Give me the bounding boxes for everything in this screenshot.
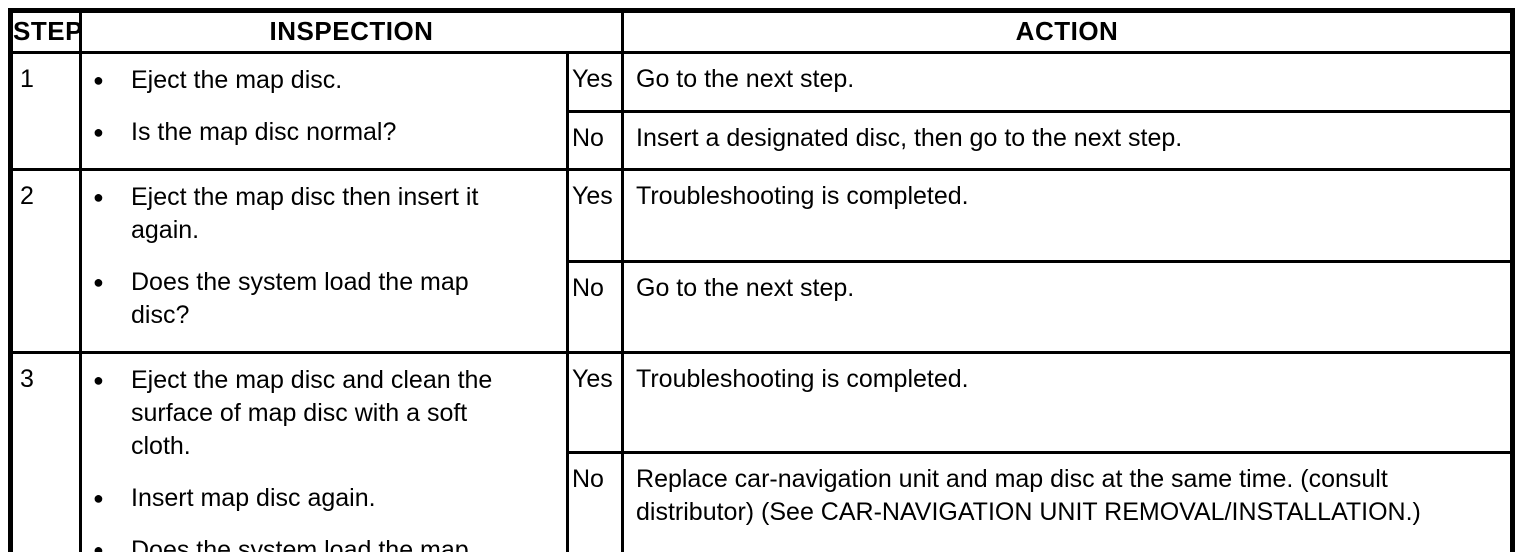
bullet-icon: ● bbox=[93, 70, 104, 90]
yes-label: Yes bbox=[565, 351, 625, 454]
yes-action: Troubleshooting is completed. bbox=[621, 351, 1515, 454]
inspection-header: INSPECTION bbox=[78, 9, 625, 54]
no-action: Replace car-navigation unit and map disc… bbox=[621, 450, 1515, 552]
bullet-icon: ● bbox=[93, 187, 104, 207]
step-header: STEP bbox=[9, 9, 82, 54]
inspection-item-text: Is the map disc normal? bbox=[131, 118, 397, 146]
inspection-cell: ● Eject the map disc and clean the surfa… bbox=[79, 351, 569, 552]
troubleshooting-table: STEP INSPECTION ACTION 1 ● Eject the map… bbox=[8, 8, 1516, 552]
yes-label: Yes bbox=[565, 51, 625, 113]
inspection-item: ● Is the map disc normal? bbox=[90, 116, 560, 149]
table-row: 1 ● Eject the map disc. ● Is the map dis… bbox=[9, 51, 1515, 171]
inspection-item: ● Does the system load the map disc? bbox=[90, 534, 560, 552]
inspection-item-text: Does the system load the map disc? bbox=[131, 536, 469, 552]
step-number: 1 bbox=[9, 51, 82, 171]
table-row: 2 ● Eject the map disc then insert it ag… bbox=[9, 167, 1515, 354]
bullet-icon: ● bbox=[93, 122, 104, 142]
inspection-item-text: Eject the map disc and clean the surface… bbox=[131, 366, 493, 460]
inspection-item: ● Does the system load the map disc? bbox=[90, 266, 560, 332]
no-label: No bbox=[565, 450, 625, 552]
bullet-icon: ● bbox=[93, 272, 104, 292]
action-header: ACTION bbox=[621, 9, 1515, 54]
table-row: No Insert a designated disc, then go to … bbox=[11, 109, 1515, 171]
inspection-item: ● Eject the map disc and clean the surfa… bbox=[90, 364, 560, 463]
no-action: Insert a designated disc, then go to the… bbox=[621, 109, 1515, 171]
bullet-icon: ● bbox=[93, 540, 104, 552]
no-label: No bbox=[565, 109, 625, 171]
yes-action: Go to the next step. bbox=[621, 51, 1515, 113]
table-row: No Replace car-navigation unit and map d… bbox=[11, 450, 1515, 552]
inspection-item: ● Insert map disc again. bbox=[90, 482, 560, 515]
inspection-item-text: Eject the map disc. bbox=[131, 66, 343, 94]
inspection-item-text: Eject the map disc then insert it again. bbox=[131, 183, 479, 244]
step-number: 2 bbox=[9, 168, 82, 354]
inspection-item-text: Does the system load the map disc? bbox=[131, 268, 469, 329]
no-label: No bbox=[565, 260, 625, 354]
inspection-cell: ● Eject the map disc then insert it agai… bbox=[79, 168, 569, 354]
inspection-item-text: Insert map disc again. bbox=[131, 484, 376, 512]
inspection-item: ● Eject the map disc then insert it agai… bbox=[90, 181, 560, 247]
bullet-icon: ● bbox=[93, 488, 104, 508]
bullet-icon: ● bbox=[93, 370, 104, 390]
step-number: 3 bbox=[9, 351, 82, 552]
yes-action: Troubleshooting is completed. bbox=[621, 167, 1515, 264]
yes-label: Yes bbox=[565, 167, 625, 264]
table-header-row: STEP INSPECTION ACTION bbox=[9, 9, 1515, 54]
no-action: Go to the next step. bbox=[621, 260, 1515, 354]
table-row: 3 ● Eject the map disc and clean the sur… bbox=[9, 351, 1515, 552]
inspection-item: ● Eject the map disc. bbox=[90, 64, 560, 97]
inspection-cell: ● Eject the map disc. ● Is the map disc … bbox=[79, 51, 569, 171]
table-row: No Go to the next step. bbox=[11, 260, 1515, 354]
